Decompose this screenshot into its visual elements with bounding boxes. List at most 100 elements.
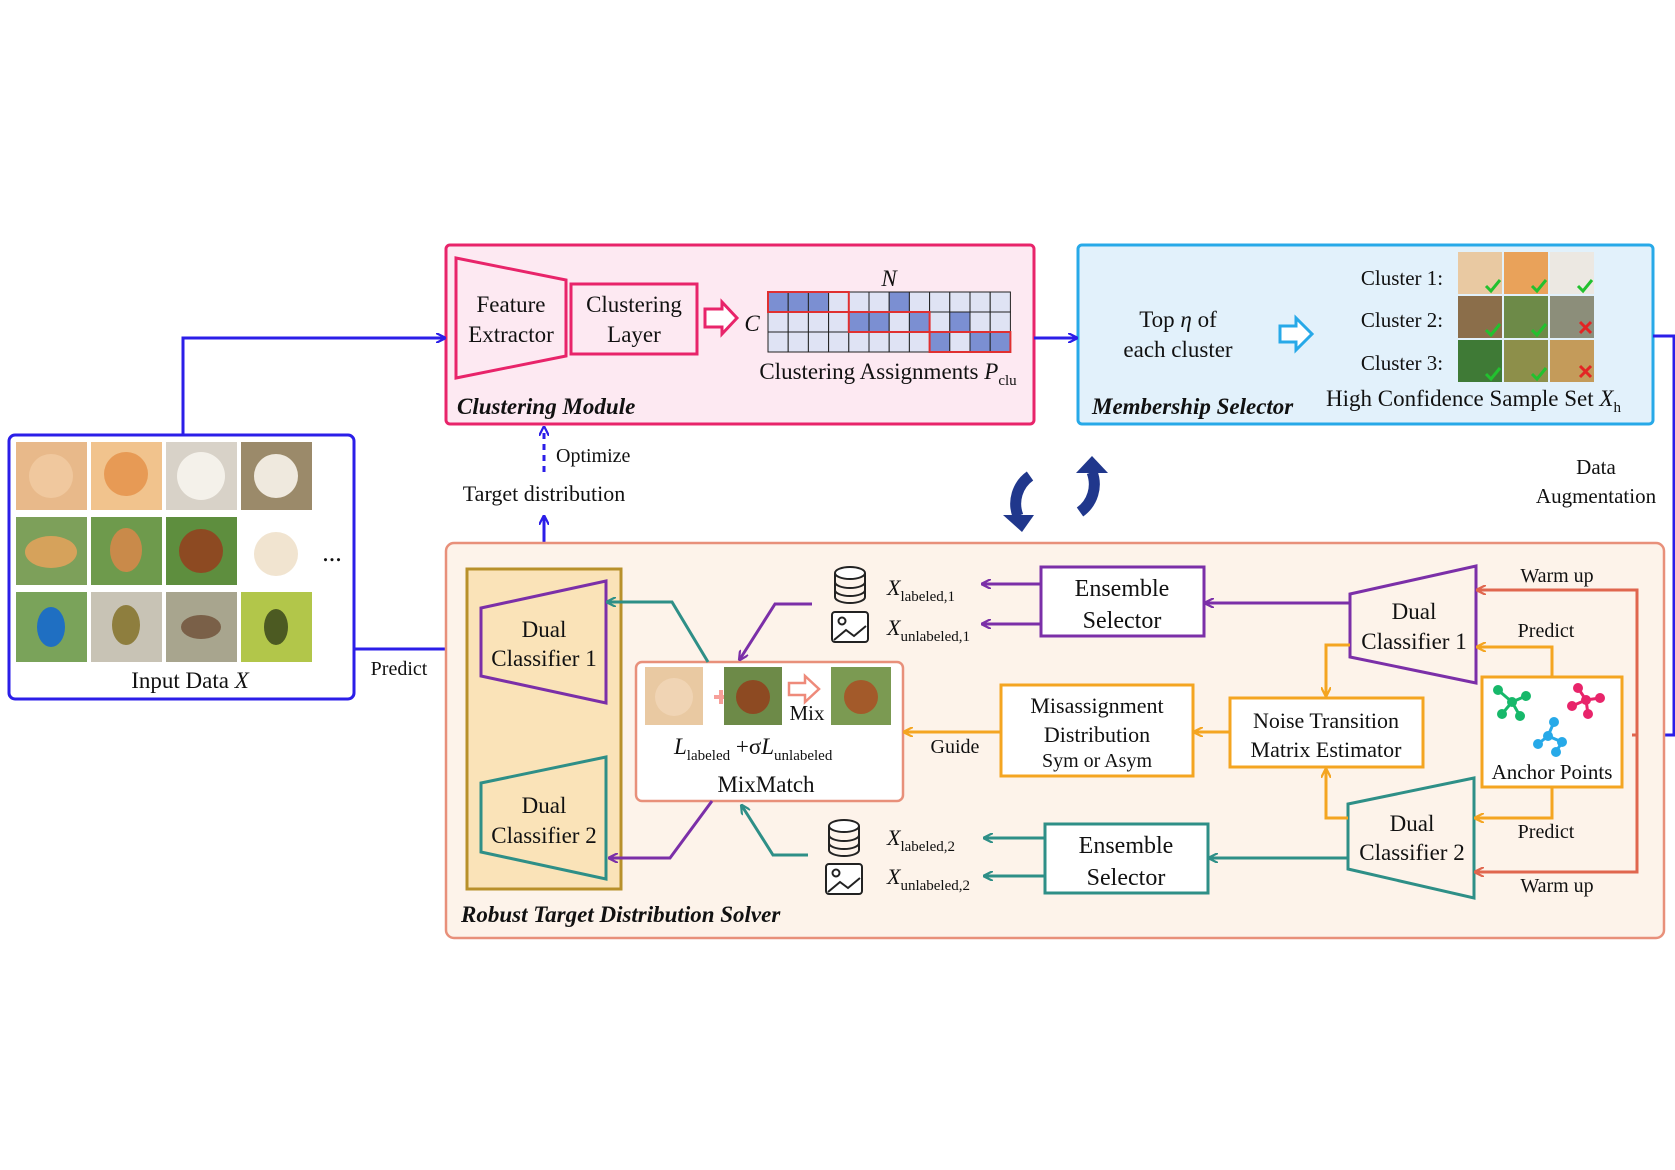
image-icon	[825, 863, 863, 895]
cluster-2-thumb-3	[1550, 296, 1594, 338]
matrix-cell	[848, 311, 870, 333]
matrix-cell	[828, 311, 850, 333]
matrix-cell	[888, 311, 910, 333]
cluster-3-thumb-3	[1550, 340, 1594, 382]
top-eta-label-1: Top η of	[1139, 307, 1217, 332]
matrix-cell	[787, 291, 809, 313]
warm-up-arrow-1	[1478, 590, 1639, 737]
matrix-cell	[908, 311, 931, 333]
matrix-cell	[787, 311, 809, 333]
database-icon	[828, 819, 860, 857]
mixmatch-to-classifier2-arrow	[610, 800, 714, 858]
bird-body-3	[181, 615, 221, 639]
matrix-cell	[989, 331, 1011, 353]
mixmatch-label: MixMatch	[717, 772, 815, 797]
clustering-layer-label-2: Layer	[607, 322, 661, 347]
x-labeled-2: Xlabeled,2	[886, 825, 955, 855]
clustering-assignments-label: Clustering Assignments Pclu	[759, 359, 1017, 389]
check-icon	[1530, 279, 1548, 294]
dual-classifier-1-right-label-2: Classifier 1	[1361, 629, 1466, 654]
matrix-cell	[888, 331, 910, 353]
x-unlabeled-1: Xunlabeled,1	[886, 615, 970, 645]
cluster-3-label: Cluster 3:	[1361, 351, 1443, 375]
clustering-layer-box	[569, 282, 699, 356]
matrix-cell	[949, 291, 971, 313]
noise-transition-label-2: Matrix Estimator	[1251, 737, 1403, 762]
membership-selector: Top η of each cluster Cluster 1: Cluster…	[1076, 243, 1655, 426]
x-labeled-1: Xlabeled,1	[886, 575, 955, 605]
check-icon	[1576, 279, 1594, 294]
classifier1-to-noise-arrow	[1326, 643, 1350, 695]
check-icon	[1530, 367, 1548, 382]
database-icon	[834, 566, 866, 604]
matrix-cell	[767, 291, 789, 313]
matrix-cell	[848, 291, 870, 313]
matrix-cell	[868, 311, 890, 333]
dual-classifier-1-right-label-1: Dual	[1392, 599, 1437, 624]
cat-face-3	[177, 452, 225, 500]
dual-classifier-2-left	[479, 755, 608, 881]
dual-classifier-2-left-label-1: Dual	[522, 793, 567, 818]
input-to-clustering-arrow	[181, 338, 444, 435]
data-augmentation-label-2: Augmentation	[1536, 484, 1657, 508]
matrix-cell	[807, 331, 830, 353]
matrix-cell	[767, 311, 789, 333]
matrix-cell	[908, 291, 931, 313]
clustering-module-title: Clustering Module	[457, 394, 635, 419]
predict-label-2: Predict	[1518, 821, 1575, 843]
dual-classifier-1-left-label-2: Classifier 1	[491, 646, 596, 671]
dog-body-1	[25, 536, 77, 568]
dual-classifier-1-left	[479, 579, 608, 705]
bird-body-1	[37, 607, 65, 647]
top-eta-label-2: each cluster	[1123, 337, 1233, 362]
matrix-cell	[828, 331, 850, 353]
graph-icon	[1493, 685, 1531, 721]
cycle-icon	[1003, 456, 1108, 532]
matrix-cell	[929, 331, 951, 353]
ensemble-selector-2-label-1: Ensemble	[1079, 833, 1174, 859]
matrix-cell	[868, 291, 890, 313]
matrix-cell	[767, 331, 789, 353]
matrix-cell	[969, 331, 991, 353]
misassignment-label-2: Distribution	[1044, 722, 1150, 747]
cat-face-1	[29, 454, 73, 498]
image-icon	[831, 611, 869, 643]
dog-body-2	[110, 528, 142, 572]
cluster-2-label: Cluster 2:	[1361, 308, 1443, 332]
matrix-cell	[969, 311, 991, 333]
bird-body-2	[112, 605, 140, 645]
matrix-cell	[949, 331, 971, 353]
dual-classifier-1-left-label-1: Dual	[522, 617, 567, 642]
membership-selector-title: Membership Selector	[1091, 394, 1294, 419]
cluster-group-outline	[847, 311, 931, 333]
assignment-matrix	[767, 291, 1012, 353]
input-data-panel: ... Input Data X	[7, 433, 356, 701]
matrix-cell	[828, 291, 850, 313]
hollow-arrow-icon	[1278, 314, 1315, 354]
feature-extractor-shape	[454, 256, 568, 380]
matrix-cell	[989, 311, 1011, 333]
dual-classifier-2-left-label-2: Classifier 2	[491, 823, 596, 848]
check-icon	[1484, 279, 1502, 294]
predict-label: Predict	[371, 658, 428, 680]
matrix-cell	[868, 331, 890, 353]
predict-label-1: Predict	[1518, 620, 1575, 642]
dual-classifier-2-right	[1346, 776, 1476, 900]
matrix-cell	[949, 311, 971, 333]
matrix-cell	[888, 291, 910, 313]
cluster-group-outline	[767, 291, 850, 313]
warm-up-label-1: Warm up	[1520, 565, 1593, 587]
matrix-cell	[929, 291, 951, 313]
ellipsis: ...	[322, 538, 342, 567]
optimize-label: Optimize	[556, 445, 631, 467]
cluster-group-outline	[928, 331, 1012, 353]
clustering-module: Feature Extractor Clustering Layer C N C…	[444, 243, 1036, 426]
anchor-points-label: Anchor Points	[1492, 760, 1613, 784]
check-icon	[1530, 323, 1548, 338]
matrix-cell	[807, 311, 830, 333]
mix-result-face	[844, 680, 878, 714]
matrix-cell	[989, 291, 1011, 313]
mixmatch-to-classifier1-arrow	[608, 602, 710, 663]
ensemble-selector-1-label-2: Selector	[1083, 608, 1162, 634]
